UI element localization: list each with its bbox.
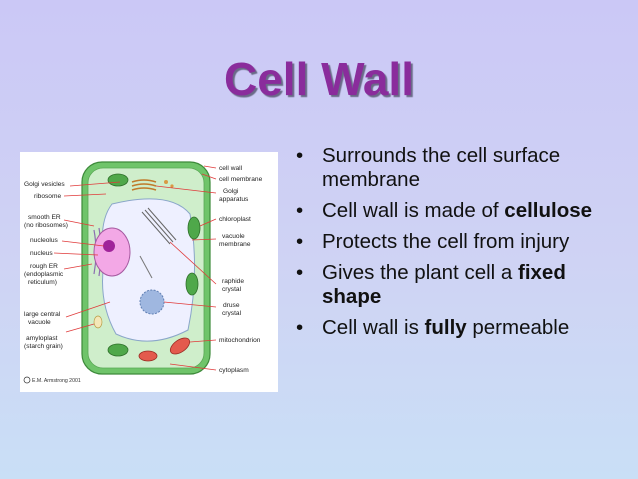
nucleolus (103, 240, 115, 252)
bullet-dot: • (296, 261, 304, 284)
bullet-item: • Protects the cell from injury (296, 230, 628, 254)
label-cytoplasm: cytoplasm (219, 367, 249, 374)
label-cell-membrane: cell membrane (219, 176, 263, 183)
label-cell-wall: cell wall (219, 165, 243, 172)
label-crystal-1: crystal (222, 286, 242, 293)
bullet-text: Surrounds the cell surface membrane (322, 144, 561, 191)
label-endoplasmic: (endoplasmic (24, 271, 64, 278)
bullet-text: Cell wall is (322, 316, 425, 339)
bullet-item: • Gives the plant cell a fixed shape (296, 261, 628, 309)
mitochondrion (138, 350, 158, 362)
bullet-item: • Surrounds the cell surface membrane (296, 144, 628, 192)
label-large-central: large central (24, 311, 61, 318)
copyright-text: E.M. Armstrong 2001 (32, 378, 81, 384)
label-raphide: raphide (222, 278, 244, 285)
bullet-bold-text: fully (424, 316, 467, 339)
label-chloroplast: chloroplast (219, 216, 251, 223)
bullet-text: Gives the plant cell a (322, 261, 518, 284)
label-druse: druse (223, 302, 240, 309)
bullet-text: Cell wall is made of (322, 199, 505, 222)
nucleus (93, 227, 131, 277)
plant-cell-svg: Golgi vesicles ribosome smooth ER (no ri… (23, 161, 263, 384)
chloroplast (107, 173, 129, 187)
crystal (139, 255, 153, 279)
mitochondrion (169, 337, 191, 355)
label-amyloplast: amyloplast (26, 335, 58, 342)
copyright-icon (23, 376, 31, 384)
plant-cell-diagram: Golgi vesicles ribosome smooth ER (no ri… (20, 152, 278, 392)
label-reticulum: reticulum) (28, 279, 57, 286)
golgi-apparatus (131, 179, 157, 191)
golgi-vesicle (164, 180, 168, 184)
bullet-text: Protects the cell from injury (322, 230, 570, 253)
label-vacuole-1: vacuole (222, 233, 245, 240)
raphide-crystal (141, 207, 177, 245)
bullet-dot: • (296, 316, 304, 339)
label-ribosome: ribosome (34, 193, 61, 200)
bullet-bold-text: fixed shape (322, 261, 566, 308)
amyloplast (93, 315, 103, 329)
label-apparatus: apparatus (219, 196, 249, 203)
chloroplast (185, 272, 199, 296)
slide-title: Cell Wall (224, 53, 414, 105)
chloroplast (107, 343, 129, 357)
label-golgi: Golgi (223, 188, 239, 195)
bullet-text: permeable (466, 316, 570, 339)
leader-lines-right (155, 165, 217, 371)
label-mitochondrion: mitochondrion (219, 337, 261, 344)
bullet-list: • Surrounds the cell surface membrane • … (296, 144, 628, 347)
bullet-dot: • (296, 144, 304, 167)
label-nucleus: nucleus (30, 250, 53, 257)
bullet-bold-text: cellulose (504, 199, 593, 222)
bullet-item: • Cell wall is fully permeable (296, 316, 628, 340)
golgi-vesicle (170, 184, 174, 188)
bullet-item: • Cell wall is made of cellulose (296, 199, 628, 223)
bullet-dot: • (296, 199, 304, 222)
label-nucleolus: nucleolus (30, 237, 59, 244)
label-golgi-vesicles: Golgi vesicles (24, 181, 65, 188)
bullet-dot: • (296, 230, 304, 253)
leader-lines-left (53, 181, 121, 333)
druse-crystal (139, 289, 165, 315)
label-crystal-2: crystal (222, 310, 242, 317)
label-rough-er: rough ER (30, 263, 58, 270)
label-vacuole: vacuole (28, 319, 51, 326)
label-membrane: membrane (219, 241, 251, 248)
label-smooth-er: smooth ER (28, 214, 61, 221)
chloroplast (187, 216, 201, 240)
label-no-ribosomes: (no ribosomes) (24, 222, 68, 229)
label-starch-grain: (starch grain) (24, 343, 63, 350)
